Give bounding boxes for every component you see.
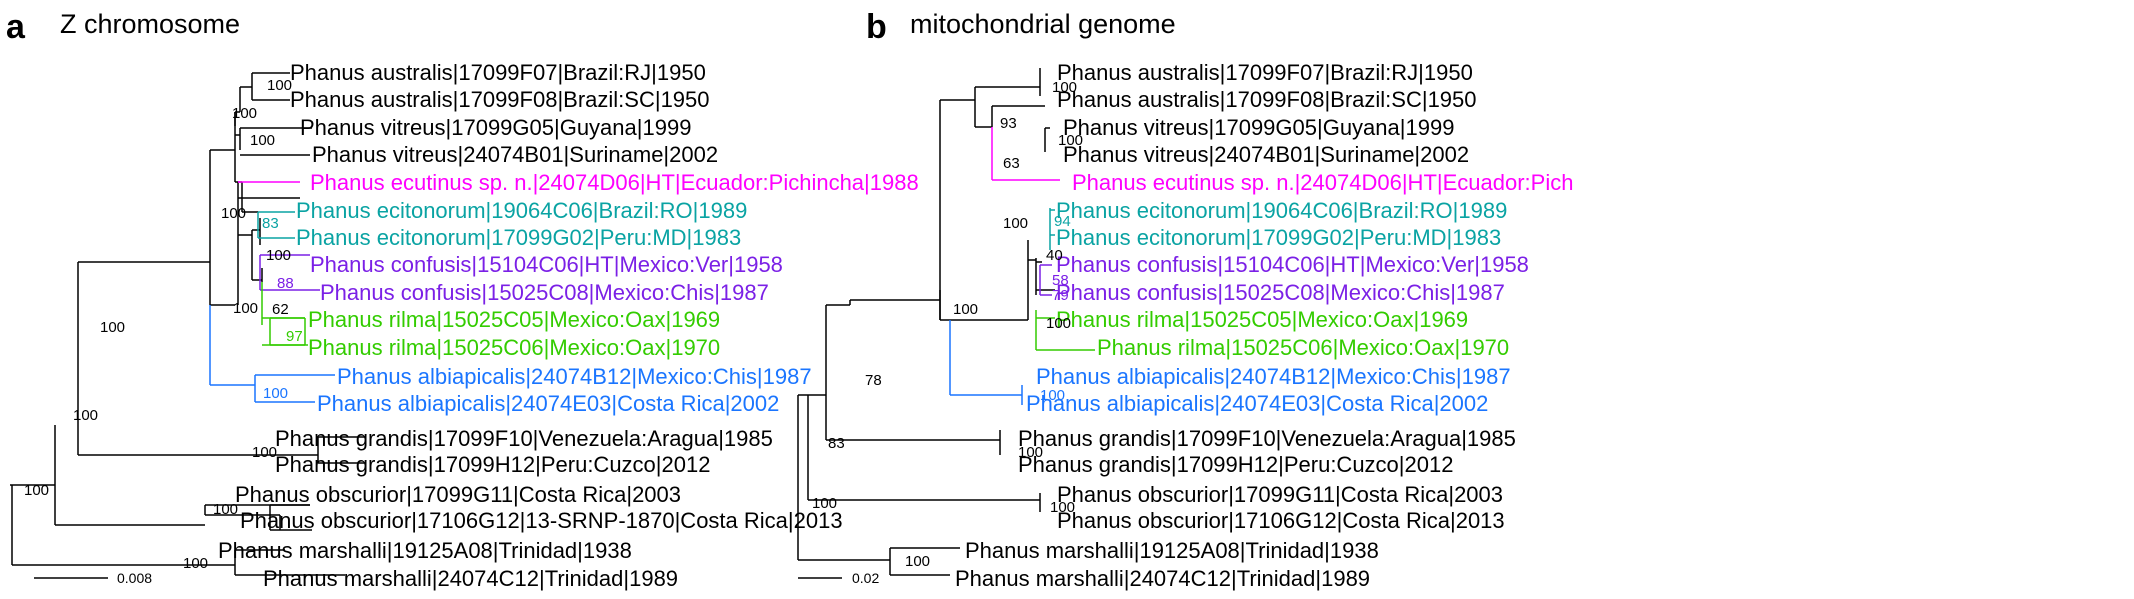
panel-b-taxa: Phanus australis|17099F07|Brazil:RJ|1950… bbox=[955, 60, 1573, 591]
taxon-label: Phanus ecitonorum|17099G02|Peru:MD|1983 bbox=[1056, 225, 1501, 250]
taxon-label: Phanus rilma|15025C06|Mexico:Oax|1970 bbox=[1097, 335, 1509, 360]
support-value: 100 bbox=[263, 385, 288, 402]
taxon-label: Phanus rilma|15025C05|Mexico:Oax|1969 bbox=[1056, 307, 1468, 332]
panel-a-colored-edges bbox=[209, 181, 335, 403]
taxon-label: Phanus albiapicalis|24074E03|Costa Rica|… bbox=[317, 391, 779, 416]
taxon-label: Phanus confusis|15025C08|Mexico:Chis|198… bbox=[320, 280, 769, 305]
support-value: 100 bbox=[1058, 132, 1083, 149]
taxon-label: Phanus marshalli|24074C12|Trinidad|1989 bbox=[263, 566, 678, 591]
taxon-label: Phanus ecutinus sp. n.|24074D06|HT|Ecuad… bbox=[1072, 170, 1573, 195]
support-value: 100 bbox=[100, 319, 125, 336]
taxon-label: Phanus rilma|15025C05|Mexico:Oax|1969 bbox=[308, 307, 720, 332]
taxon-label: Phanus confusis|15025C08|Mexico:Chis|198… bbox=[1056, 280, 1505, 305]
taxon-label: Phanus vitreus|17099G05|Guyana|1999 bbox=[300, 115, 691, 140]
taxon-label: Phanus ecutinus sp. n.|24074D06|HT|Ecuad… bbox=[310, 170, 919, 195]
taxon-label: Phanus ecitonorum|19064C06|Brazil:RO|198… bbox=[1056, 198, 1507, 223]
panel-a-tree-edges bbox=[10, 72, 365, 576]
taxon-label: Phanus albiapicalis|24074B12|Mexico:Chis… bbox=[1036, 364, 1511, 389]
support-value: 40 bbox=[1046, 247, 1063, 264]
taxon-label: Phanus obscurior|17099G11|Costa Rica|200… bbox=[1057, 482, 1503, 507]
panel-a-supports: 100 100 100 100 83 100 88 62 97 100 100 … bbox=[24, 77, 303, 572]
taxon-label: Phanus grandis|17099H12|Peru:Cuzco|2012 bbox=[1018, 452, 1453, 477]
taxon-label: Phanus grandis|17099H12|Peru:Cuzco|2012 bbox=[275, 452, 710, 477]
panel-b-supports: 100 93 100 63 100 94 40 58 79 100 100 78… bbox=[812, 79, 1083, 570]
support-value: 100 bbox=[183, 555, 208, 572]
support-value: 100 bbox=[812, 495, 837, 512]
panel-a: a Z chromosome bbox=[6, 8, 919, 591]
support-value: 100 bbox=[1046, 315, 1071, 332]
taxon-label: Phanus marshalli|19125A08|Trinidad|1938 bbox=[965, 538, 1379, 563]
panel-a-letter: a bbox=[6, 8, 26, 46]
support-value: 100 bbox=[1040, 387, 1065, 404]
support-value: 62 bbox=[272, 301, 289, 318]
support-value: 97 bbox=[286, 328, 303, 345]
support-value: 100 bbox=[266, 247, 291, 264]
panel-a-scale-label: 0.008 bbox=[117, 570, 152, 586]
support-value: 100 bbox=[1050, 499, 1075, 516]
support-value: 100 bbox=[953, 301, 978, 318]
taxon-label: Phanus marshalli|24074C12|Trinidad|1989 bbox=[955, 566, 1370, 591]
panel-b: b mitochondrial genome 0.02 Phanu bbox=[797, 8, 1573, 591]
taxon-label: Phanus australis|17099F08|Brazil:SC|1950 bbox=[1057, 87, 1477, 112]
support-value: 100 bbox=[233, 300, 258, 317]
taxon-label: Phanus albiapicalis|24074E03|Costa Rica|… bbox=[1026, 391, 1488, 416]
panel-a-title: Z chromosome bbox=[60, 9, 240, 39]
support-value: 100 bbox=[1003, 215, 1028, 232]
taxon-label: Phanus obscurior|17099G11|Costa Rica|200… bbox=[235, 482, 681, 507]
taxon-label: Phanus grandis|17099F10|Venezuela:Aragua… bbox=[1018, 426, 1516, 451]
panel-b-title: mitochondrial genome bbox=[910, 9, 1176, 39]
taxon-label: Phanus confusis|15104C06|HT|Mexico:Ver|1… bbox=[310, 252, 783, 277]
taxon-label: Phanus ecitonorum|19064C06|Brazil:RO|198… bbox=[296, 198, 747, 223]
support-value: 63 bbox=[1003, 155, 1020, 172]
support-value: 100 bbox=[267, 77, 292, 94]
support-value: 100 bbox=[232, 105, 257, 122]
panel-b-colored-edges bbox=[949, 127, 1095, 405]
taxon-label: Phanus ecitonorum|17099G02|Peru:MD|1983 bbox=[296, 225, 741, 250]
panel-b-scale-label: 0.02 bbox=[852, 570, 879, 586]
support-value: 100 bbox=[1052, 79, 1077, 96]
support-value: 88 bbox=[277, 275, 294, 292]
taxon-label: Phanus marshalli|19125A08|Trinidad|1938 bbox=[218, 538, 632, 563]
support-value: 100 bbox=[24, 482, 49, 499]
taxon-label: Phanus obscurior|17106G12|Costa Rica|201… bbox=[1057, 508, 1505, 533]
support-value: 100 bbox=[252, 444, 277, 461]
taxon-label: Phanus vitreus|24074B01|Suriname|2002 bbox=[312, 142, 718, 167]
support-value: 100 bbox=[213, 501, 238, 518]
support-value: 83 bbox=[828, 435, 845, 452]
panel-b-tree-edges bbox=[797, 68, 1055, 576]
support-value: 83 bbox=[262, 215, 279, 232]
taxon-label: Phanus vitreus|24074B01|Suriname|2002 bbox=[1063, 142, 1469, 167]
support-value: 79 bbox=[1052, 287, 1069, 304]
support-value: 93 bbox=[1000, 115, 1017, 132]
taxon-label: Phanus australis|17099F07|Brazil:RJ|1950 bbox=[1057, 60, 1473, 85]
taxon-label: Phanus albiapicalis|24074B12|Mexico:Chis… bbox=[337, 364, 812, 389]
support-value: 58 bbox=[1052, 272, 1069, 289]
support-value: 94 bbox=[1054, 213, 1071, 230]
support-value: 78 bbox=[865, 372, 882, 389]
panel-b-letter: b bbox=[866, 8, 887, 46]
taxon-label: Phanus australis|17099F07|Brazil:RJ|1950 bbox=[290, 60, 706, 85]
taxon-label: Phanus obscurior|17106G12|13-SRNP-1870|C… bbox=[240, 508, 843, 533]
taxon-label: Phanus rilma|15025C06|Mexico:Oax|1970 bbox=[308, 335, 720, 360]
taxon-label: Phanus australis|17099F08|Brazil:SC|1950 bbox=[290, 87, 710, 112]
support-value: 100 bbox=[73, 407, 98, 424]
support-value: 100 bbox=[1018, 444, 1043, 461]
support-value: 100 bbox=[905, 553, 930, 570]
panel-a-taxa: Phanus australis|17099F07|Brazil:RJ|1950… bbox=[218, 60, 919, 591]
support-value: 100 bbox=[250, 132, 275, 149]
taxon-label: Phanus confusis|15104C06|HT|Mexico:Ver|1… bbox=[1056, 252, 1529, 277]
taxon-label: Phanus vitreus|17099G05|Guyana|1999 bbox=[1063, 115, 1454, 140]
support-value: 100 bbox=[221, 205, 246, 222]
taxon-label: Phanus grandis|17099F10|Venezuela:Aragua… bbox=[275, 426, 773, 451]
